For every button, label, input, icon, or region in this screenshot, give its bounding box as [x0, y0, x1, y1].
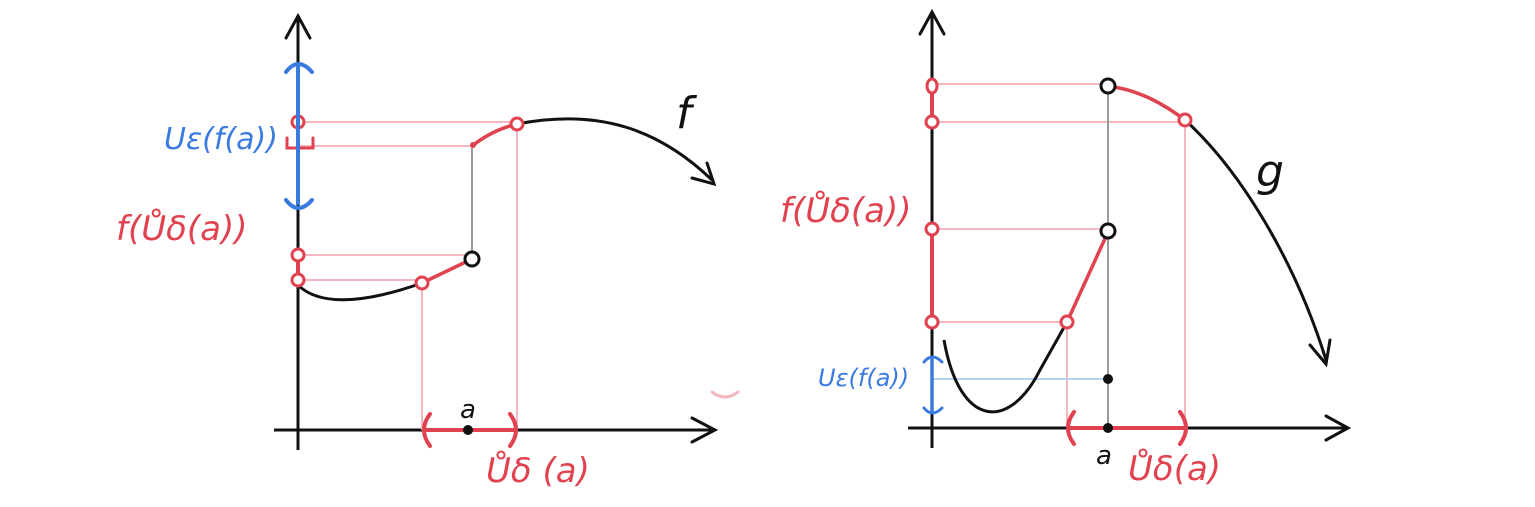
left-interval-label: Ůδ (a) [486, 450, 590, 491]
right-y-marker-1 [924, 221, 940, 237]
right-panel: g a Ůδ(a) f(Ůδ(a)) Uε(f(a)) [780, 8, 1352, 489]
left-point-open-red-2 [509, 116, 525, 132]
right-point-a-label: a [1096, 441, 1112, 471]
left-y-marker-1 [290, 247, 306, 263]
stray-mark [710, 390, 740, 399]
left-epsilon-top-cap [284, 62, 314, 74]
right-interval-label: Ůδ(a) [1128, 448, 1221, 489]
right-point-open-red-1 [1059, 314, 1075, 330]
left-x-axis-arrowhead [690, 416, 719, 444]
right-guide-lines [932, 83, 1186, 428]
right-point-open-red-2 [1177, 112, 1193, 128]
left-curve-arrowhead [690, 161, 717, 187]
right-curve-arrowhead [1308, 338, 1332, 368]
left-epsilon-bottom-cap [284, 198, 314, 210]
left-point-a-label: a [460, 395, 476, 425]
left-curve-lower [296, 281, 423, 302]
left-curve-upper-red [470, 122, 518, 148]
left-guide-lines [298, 121, 518, 430]
right-x-axis-arrowhead [1324, 414, 1352, 442]
left-y-axis-arrowhead [284, 12, 312, 40]
right-epsilon-bottom-cap [922, 406, 944, 415]
right-curve-lower-red [1065, 231, 1110, 323]
right-curve-upper [1183, 118, 1328, 361]
right-curve-upper-red [1107, 84, 1187, 122]
right-delta-right-paren [1178, 410, 1188, 446]
left-neighborhood-label: Uε(f(a)) [164, 122, 278, 157]
right-point-filled-black [1103, 374, 1113, 384]
right-y-marker-2 [924, 314, 940, 330]
right-y-axis-arrowhead [918, 8, 946, 36]
right-y-marker-4 [925, 77, 939, 95]
right-curve-lower [942, 321, 1069, 414]
right-point-open-black-top [1099, 77, 1117, 95]
right-image-label: f(Ůδ(a)) [780, 190, 912, 231]
right-y-marker-3 [924, 114, 940, 130]
right-delta-left-paren [1066, 410, 1076, 446]
left-curve-lower-red [421, 257, 473, 285]
left-function-label: f [676, 88, 698, 139]
left-point-a [463, 425, 473, 435]
right-neighborhood-label: Uε(f(a)) [818, 364, 909, 392]
right-point-open-black-mid [1099, 222, 1117, 240]
right-epsilon-top-cap [922, 355, 944, 364]
left-panel: f a Ůδ (a) f(Ůδ(a)) Uε(f(a)) [116, 12, 740, 491]
right-point-a [1103, 423, 1113, 433]
left-delta-left-paren [422, 412, 432, 448]
left-point-open-red-1 [414, 275, 430, 291]
left-point-red-dot [470, 142, 476, 148]
left-image-label: f(Ůδ(a)) [116, 208, 248, 249]
left-point-open-black [463, 250, 481, 268]
left-delta-right-paren [508, 412, 518, 448]
right-function-label: g [1256, 146, 1284, 197]
left-curve-upper [516, 117, 714, 182]
left-y-marker-2 [290, 272, 306, 288]
